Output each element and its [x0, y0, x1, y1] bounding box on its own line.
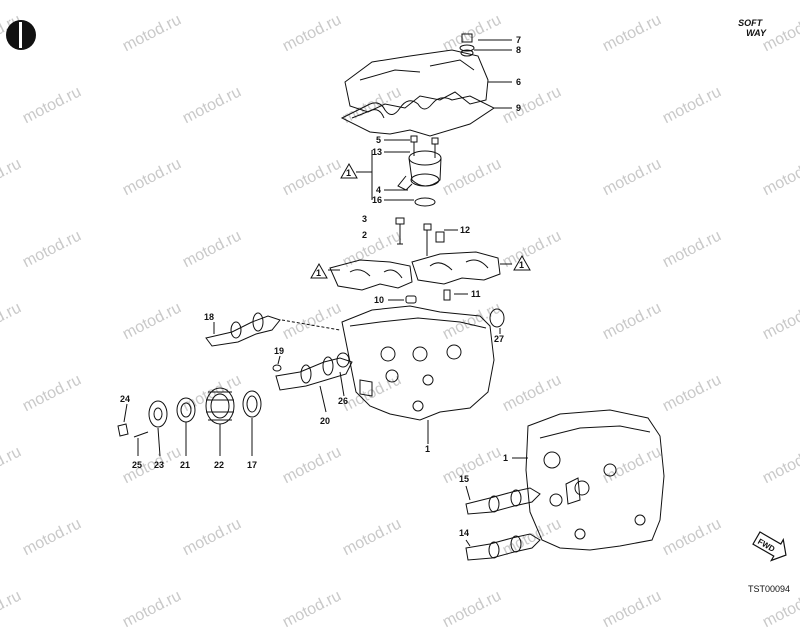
- key-19: [272, 364, 282, 372]
- bolt-5: [410, 135, 439, 158]
- oil-filler-cap: [461, 33, 473, 43]
- callout-17: 17: [247, 460, 257, 470]
- publisher-logo-icon: [6, 20, 36, 50]
- callout-16: 16: [372, 195, 382, 205]
- callout-2: 2: [362, 230, 367, 240]
- callout-1-lower: 1: [503, 453, 508, 463]
- sprocket-22: [205, 387, 235, 425]
- callout-15: 15: [459, 474, 469, 484]
- note-triangle-icon: [310, 262, 328, 279]
- camshaft-15: [465, 487, 541, 515]
- callout-11: 11: [471, 289, 481, 299]
- bearing-cap-rear: [411, 251, 501, 285]
- camshaft-18: [205, 312, 341, 347]
- callout-19: 19: [274, 346, 284, 356]
- dowel-11: [443, 289, 451, 301]
- callout-3: 3: [362, 214, 367, 224]
- callout-14: 14: [459, 528, 469, 538]
- bolt-3: [395, 217, 405, 245]
- guide-sleeve-10: [405, 295, 417, 304]
- callout-4: 4: [376, 185, 381, 195]
- callout-20: 20: [320, 416, 330, 426]
- thermostat-housing: [397, 150, 442, 191]
- brand-line-1: SOFT: [738, 18, 763, 28]
- hub-21: [176, 397, 196, 423]
- callout-7: 7: [516, 35, 521, 45]
- camshaft-14: [465, 533, 541, 561]
- camshaft-20: [275, 352, 353, 391]
- callout-5: 5: [376, 135, 381, 145]
- seal-27: [489, 308, 505, 328]
- cylinder-head-upper: [341, 305, 495, 421]
- callout-1: 1: [425, 444, 430, 454]
- cylinder-head-lower: [525, 409, 665, 551]
- bearing-cap-front: [329, 259, 413, 291]
- note-marker-label: 1: [316, 268, 321, 278]
- callout-13: 13: [372, 147, 382, 157]
- callout-numbers: 7 8 6 9 5 13 4 16 3 2 12 10 11 18 19 27 …: [120, 35, 521, 538]
- callout-6: 6: [516, 77, 521, 87]
- note-triangle-icon: [513, 254, 531, 271]
- diagram-code: TST00094: [747, 584, 790, 594]
- brand-line-2: WAY: [746, 28, 766, 38]
- callout-21: 21: [180, 460, 190, 470]
- washer-23: [148, 400, 168, 428]
- leader-lines: [123, 39, 528, 547]
- callout-22: 22: [214, 460, 224, 470]
- note-triangle-icon: [340, 162, 358, 179]
- brand-logo: SOFT WAY: [738, 18, 766, 38]
- bolt-24: [117, 423, 129, 437]
- callout-23: 23: [154, 460, 164, 470]
- note-markers: [310, 162, 531, 279]
- stud-12: [423, 223, 445, 256]
- callout-9: 9: [516, 103, 521, 113]
- callout-10: 10: [374, 295, 384, 305]
- callout-26: 26: [338, 396, 348, 406]
- bolt-25: [133, 431, 149, 438]
- callout-18: 18: [204, 312, 214, 322]
- bearing-17: [242, 390, 262, 418]
- note-marker-label: 1: [346, 168, 351, 178]
- exploded-parts-drawing: 1 1 1 7 8 6 9 5 13 4 16 3 2 12 10 11 18 …: [117, 33, 787, 562]
- callout-25: 25: [132, 460, 142, 470]
- callout-12: 12: [460, 225, 470, 235]
- callout-24: 24: [120, 394, 130, 404]
- note-marker-label: 1: [519, 260, 524, 270]
- fwd-arrow-icon: FWD: [752, 531, 787, 562]
- cap-seal: [459, 44, 475, 52]
- note-marker-labels: 1 1 1: [316, 168, 524, 278]
- callout-8: 8: [516, 45, 521, 55]
- valve-cover-gasket: [340, 95, 495, 137]
- o-ring-16: [414, 197, 436, 207]
- callout-27: 27: [494, 334, 504, 344]
